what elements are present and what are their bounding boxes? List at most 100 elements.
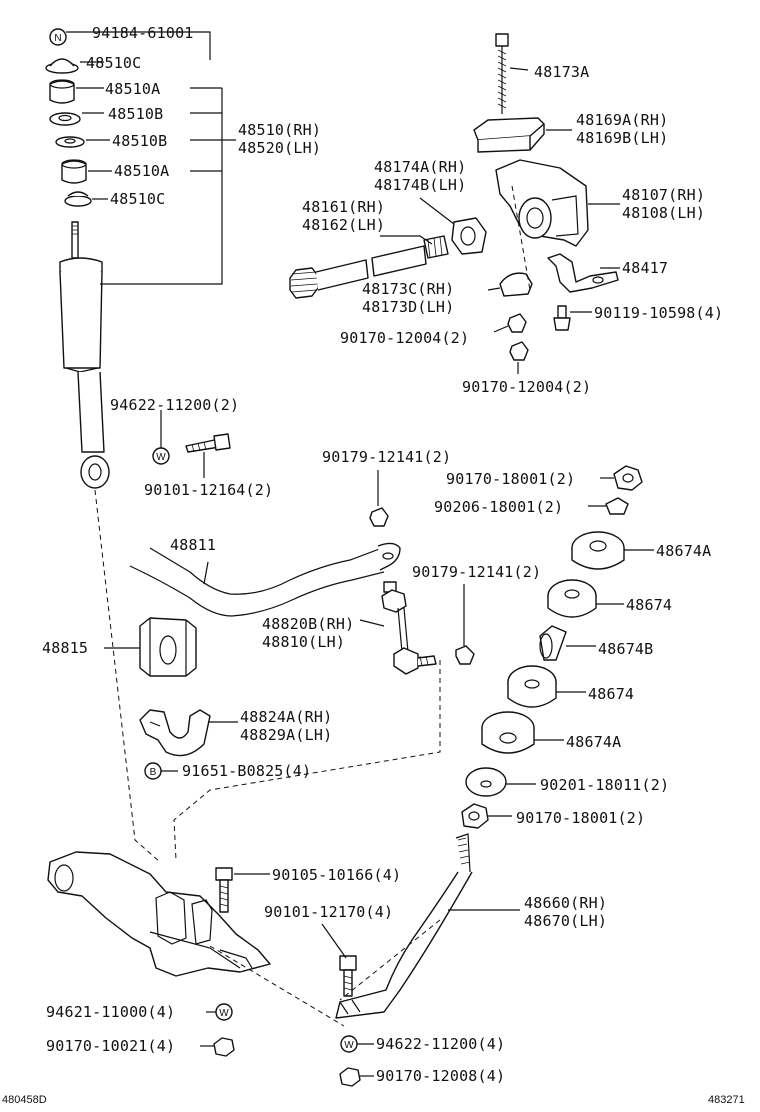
seat-48169 (473, 117, 545, 141)
w-symbol-a: W (156, 452, 166, 463)
label-48161-rh: 48161(RH) (302, 198, 385, 216)
retainer-48510c-bot (64, 195, 92, 207)
label-48520-lh: 48520(LH) (238, 139, 321, 157)
strut-rod-48660 (335, 871, 473, 1019)
n-symbol-circle (49, 28, 67, 46)
nut-90179-12141-b (455, 645, 475, 665)
label-90105-10166: 90105-10166(4) (272, 866, 401, 884)
label-48169a-rh: 48169A(RH) (576, 111, 668, 129)
w-symbol-c: W (344, 1040, 354, 1051)
nut-90179-12141-a (369, 507, 389, 527)
label-48173c-rh: 48173C(RH) (362, 280, 454, 298)
label-48674a-bot: 48674A (566, 733, 621, 751)
nut-90170-12004-a (507, 313, 527, 333)
label-48173d-lh: 48173D(LH) (362, 298, 454, 316)
label-90170-12004-a: 90170-12004(2) (340, 329, 469, 347)
stabilizer-group: B (104, 470, 475, 861)
label-90119-10598: 90119-10598(4) (594, 304, 723, 322)
label-94622-11200-2: 94622-11200(2) (110, 396, 239, 414)
label-48510a-top: 48510A (105, 80, 160, 98)
label-90170-12008: 90170-12008(4) (376, 1067, 505, 1085)
strut-bushing-group (461, 465, 654, 829)
w-symbol-b: W (219, 1008, 229, 1019)
label-94621-11000: 94621-11000(4) (46, 1003, 175, 1021)
bushing-48815 (139, 617, 197, 677)
label-90201-18011: 90201-18011(2) (540, 776, 669, 794)
label-48417: 48417 (622, 259, 668, 277)
label-48811: 48811 (170, 536, 216, 554)
shock-rod (71, 221, 79, 259)
shock-lower-body (77, 371, 105, 453)
shock-eye (80, 455, 110, 489)
label-48510c-bot: 48510C (110, 190, 165, 208)
label-90101-12164: 90101-12164(2) (144, 481, 273, 499)
n-symbol: N (54, 33, 61, 44)
label-90101-12170: 90101-12170(4) (264, 903, 393, 921)
label-48674a-top: 48674A (656, 542, 711, 560)
shock-upper-body (59, 271, 103, 369)
nut-90170-12004-b (509, 341, 529, 361)
shock-fasteners: W (152, 410, 231, 478)
label-90179-12141-b: 90179-12141(2) (412, 563, 541, 581)
label-48108-lh: 48108(LH) (622, 204, 705, 222)
label-48174b-lh: 48174B(LH) (374, 176, 466, 194)
bracket-48417 (547, 253, 619, 293)
bolt-90101-12170 (339, 955, 357, 971)
label-90170-18001-a: 90170-18001(2) (446, 470, 575, 488)
label-48674-bot: 48674 (588, 685, 634, 703)
label-48510a-bot: 48510A (114, 162, 169, 180)
label-94622-11200-4: 94622-11200(4) (376, 1035, 505, 1053)
bolt-48173a-head (495, 33, 509, 47)
washer-90201-18011 (465, 767, 507, 797)
label-90170-10021: 90170-10021(4) (46, 1037, 175, 1055)
label-48815: 48815 (42, 639, 88, 657)
arm-48174 (451, 217, 487, 255)
label-90170-18001-b: 90170-18001(2) (516, 809, 645, 827)
label-48674-top: 48674 (626, 596, 672, 614)
corner-code-left: 480458D (2, 1094, 47, 1106)
nut-90170-12008 (339, 1067, 361, 1087)
torsion-bar-shaft (315, 259, 369, 291)
cushion-48510a-top (49, 80, 75, 104)
label-48674b: 48674B (598, 640, 653, 658)
cushion-48510a-bot (61, 160, 87, 184)
washer-48510b-bot (55, 136, 85, 148)
label-48169b-lh: 48169B(LH) (576, 129, 668, 147)
lower-arm-group: W W (47, 833, 520, 1087)
label-48510-rh: 48510(RH) (238, 121, 321, 139)
b-symbol: B (150, 767, 157, 778)
label-48510b-top: 48510B (108, 105, 163, 123)
bolt-90105-10166 (215, 867, 233, 881)
label-48510c-top: 48510C (86, 54, 141, 72)
sleeve-48674b (539, 625, 567, 661)
label-48162-lh: 48162(LH) (302, 216, 385, 234)
label-48810-lh: 48810(LH) (262, 633, 345, 651)
clamp-48173c (499, 272, 533, 297)
stabilizer-bar-48811 (149, 547, 383, 595)
label-48510b-bot: 48510B (112, 132, 167, 150)
label-48824a-rh: 48824A(RH) (240, 708, 332, 726)
label-48829a-lh: 48829A(LH) (240, 726, 332, 744)
torsion-anchor-group (289, 33, 620, 374)
label-91651-b0825: 91651-B0825(4) (182, 762, 311, 780)
label-48820b-rh: 48820B(RH) (262, 615, 354, 633)
nut-90170-10021 (213, 1037, 235, 1057)
shock-absorber-group: N (45, 28, 236, 863)
bolt-90119 (557, 305, 567, 319)
label-48173a: 48173A (534, 63, 589, 81)
lower-arm-casting (47, 851, 271, 977)
label-48660-rh: 48660(RH) (524, 894, 607, 912)
washer-90206-18001 (605, 497, 629, 515)
label-90206-18001: 90206-18001(2) (434, 498, 563, 516)
washer-48510b-top (49, 112, 81, 126)
label-48670-lh: 48670(LH) (524, 912, 607, 930)
label-90170-12004-b: 90170-12004(2) (462, 378, 591, 396)
label-48174a-rh: 48174A(RH) (374, 158, 466, 176)
label-48107-rh: 48107(RH) (622, 186, 705, 204)
nut-90170-18001-b (461, 803, 489, 829)
label-90179-12141-a: 90179-12141(2) (322, 448, 451, 466)
nut-90170-18001-a (613, 465, 643, 491)
label-94184-61001: 94184-61001 (92, 24, 194, 42)
